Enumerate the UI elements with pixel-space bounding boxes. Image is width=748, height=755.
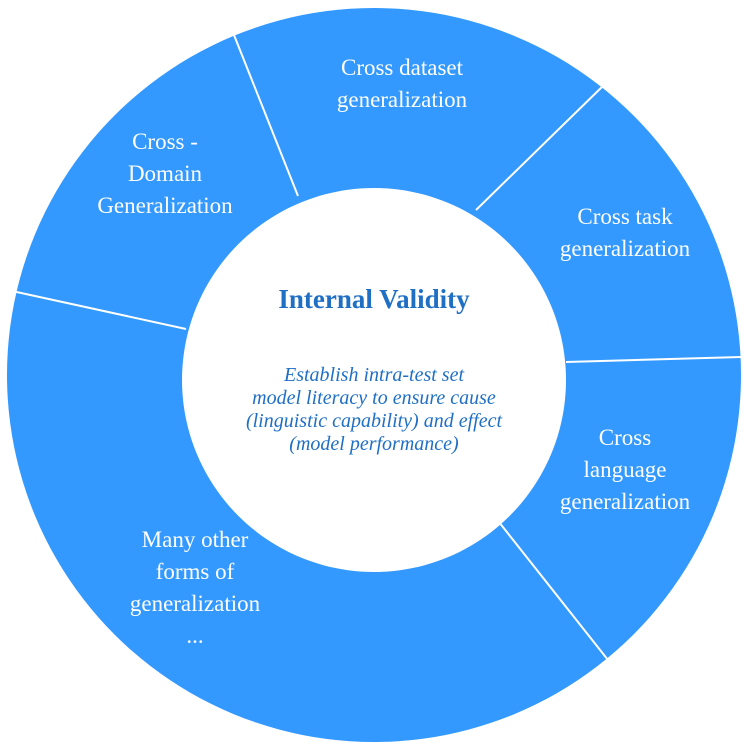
divider-domain-dataset — [231, 29, 299, 197]
segment-line: Generalization — [97, 193, 233, 218]
segment-line: ... — [186, 623, 204, 648]
segment-line: forms of — [155, 559, 235, 584]
segment-line: Cross dataset — [340, 55, 463, 80]
segment-cross-dataset: Cross dataset generalization — [300, 52, 504, 116]
segment-cross-language: Cross language generalization — [530, 422, 720, 518]
segment-line: language — [583, 457, 667, 482]
center-title: Internal Validity — [278, 284, 470, 314]
segment-line: Many other — [141, 527, 249, 552]
segment-line: generalization — [336, 87, 468, 112]
segment-line: Domain — [127, 161, 203, 186]
divider-dataset-task — [475, 83, 606, 211]
center-description: Establish intra-test set model literacy … — [174, 364, 574, 456]
segment-line: Cross task — [577, 204, 673, 229]
center-description-line: Establish intra-test set — [284, 364, 464, 386]
segment-cross-domain: Cross - Domain Generalization — [70, 126, 260, 222]
center-description-line: model literacy to ensure cause — [252, 387, 496, 409]
segment-line: generalization — [559, 236, 691, 261]
segment-line: Cross - — [132, 129, 198, 154]
segment-line: Cross — [598, 425, 652, 450]
segment-line: generalization — [559, 489, 691, 514]
divider-other-domain — [11, 290, 187, 330]
divider-task-language — [565, 356, 742, 363]
ring-band — [6, 8, 741, 742]
segment-cross-task: Cross task generalization — [530, 201, 720, 265]
center-description-line: (linguistic capability) and effect — [245, 410, 503, 432]
segment-other-forms: Many other forms of generalization ... — [100, 524, 290, 652]
center-description-line: (model performance) — [289, 433, 459, 455]
divider-language-other — [494, 516, 609, 661]
segment-line: generalization — [129, 591, 261, 616]
